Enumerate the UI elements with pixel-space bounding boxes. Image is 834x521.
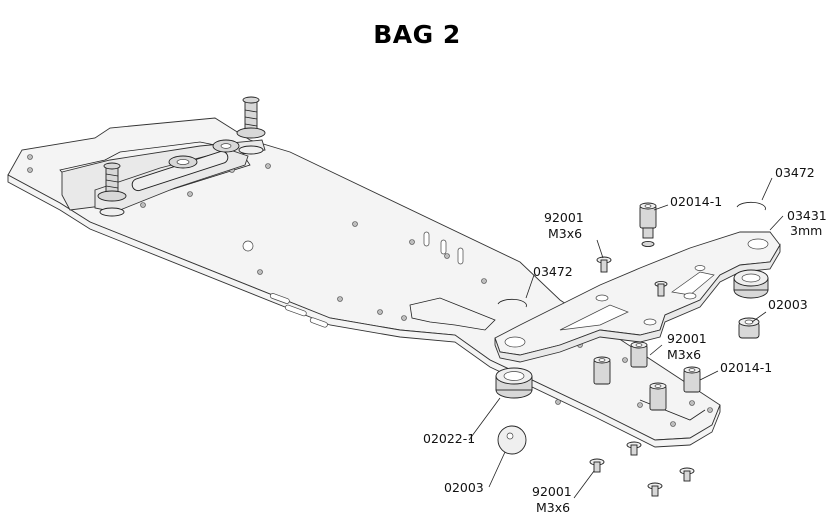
callout-92001-top-size: M3x6 — [548, 226, 582, 241]
callout-02003-bottom: 02003 — [444, 480, 484, 495]
screw-under-post — [654, 280, 668, 297]
snap-ring-03472-left — [497, 298, 527, 308]
upper-brace-03431 — [494, 231, 781, 363]
post-left — [593, 356, 611, 385]
post-02014-1-mid — [683, 366, 701, 393]
chassis-slots — [269, 231, 464, 328]
ball-end-02003-bottom — [497, 425, 527, 455]
screw-bottom-2 — [626, 441, 642, 456]
post-02014-1-top — [639, 202, 657, 248]
callout-03431-number: 03431 — [787, 208, 827, 223]
screw-92001-top — [596, 256, 612, 273]
callout-02022-1: 02022-1 — [423, 431, 475, 446]
callout-92001-mid-size: M3x6 — [667, 347, 701, 362]
callout-92001-mid-number: 92001 — [667, 331, 707, 346]
callout-92001-bottom-number: 92001 — [532, 484, 572, 499]
ball-stud-left — [97, 162, 127, 217]
bearing-02022-1 — [495, 367, 533, 399]
callout-02014-1-mid: 02014-1 — [720, 360, 772, 375]
leader-lines — [468, 177, 784, 499]
callout-03431-size: 3mm — [790, 223, 822, 238]
steering-assembly — [61, 96, 266, 217]
callout-92001-bottom-size: M3x6 — [536, 500, 570, 515]
ball-stud-right — [236, 96, 266, 155]
page-title: BAG 2 — [373, 20, 461, 49]
chassis-plate — [7, 117, 721, 448]
snap-ring-03472-top — [736, 201, 766, 211]
chassis-holes — [27, 154, 713, 427]
post-center — [649, 382, 667, 411]
callout-03472-top: 03472 — [775, 165, 815, 180]
screw-bottom-4 — [679, 467, 695, 482]
screw-bottom-1 — [589, 458, 605, 473]
bearing-right — [733, 269, 769, 299]
ball-end-02003-right — [738, 317, 760, 339]
callout-03472-left: 03472 — [533, 264, 573, 279]
callout-92001-top-number: 92001 — [544, 210, 584, 225]
callout-02003-right: 02003 — [768, 297, 808, 312]
post-under-brace — [630, 341, 648, 368]
screw-bottom-3 — [647, 482, 663, 497]
callout-02014-1-top: 02014-1 — [670, 194, 722, 209]
